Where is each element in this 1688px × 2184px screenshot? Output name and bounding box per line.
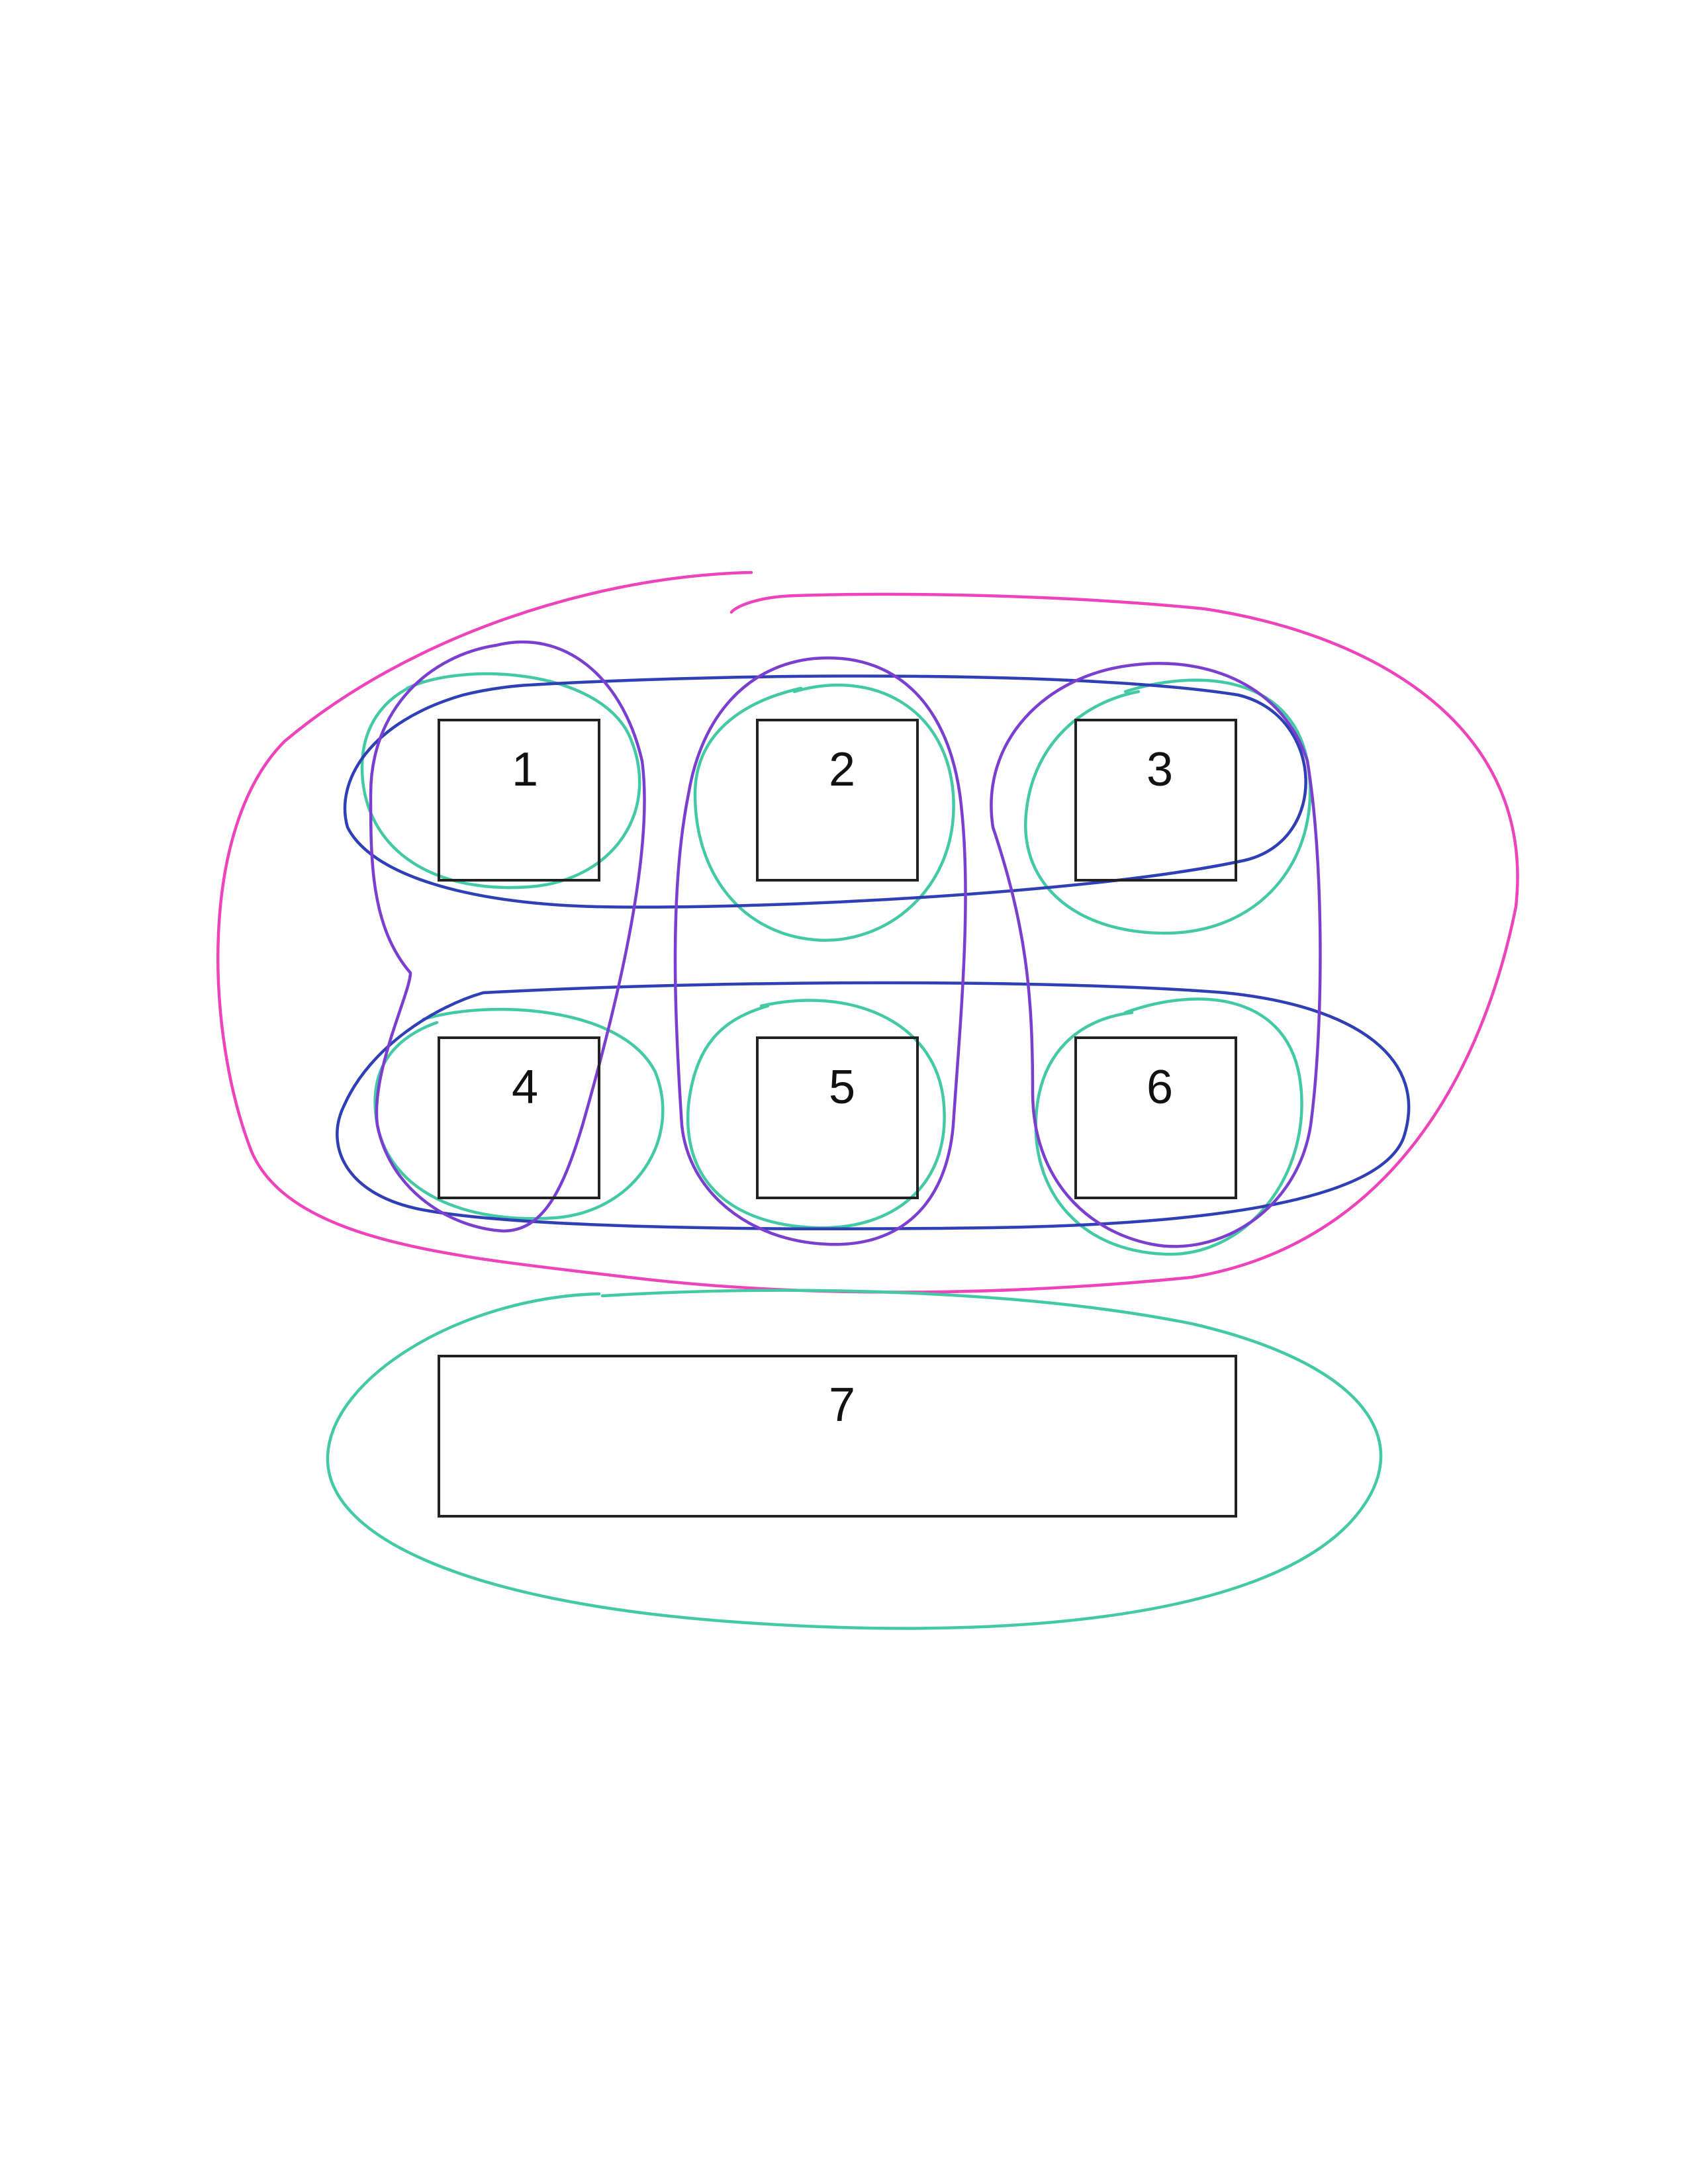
purple-column-loop-3 <box>990 662 1322 1248</box>
purple-column-loop-1 <box>369 640 646 1233</box>
box-label-5: 5 <box>829 1061 855 1114</box>
teal-circle-5 <box>686 999 946 1230</box>
box-label-7: 7 <box>829 1379 855 1432</box>
blue-row-loop-bottom <box>336 981 1411 1230</box>
box-label-2: 2 <box>829 743 855 796</box>
box-label-6: 6 <box>1147 1061 1173 1114</box>
teal-circle-2 <box>693 683 955 942</box>
box-label-3: 3 <box>1147 743 1173 796</box>
box-label-4: 4 <box>512 1061 538 1114</box>
box-label-1: 1 <box>512 743 538 796</box>
box-5 <box>756 1036 919 1199</box>
box-1 <box>438 719 600 882</box>
box-7 <box>438 1355 1237 1518</box>
box-6 <box>1074 1036 1237 1199</box>
pink-group-loop <box>216 570 1519 1294</box>
teal-circle-6 <box>1034 997 1303 1256</box>
purple-column-loop-2 <box>673 656 967 1246</box>
blue-row-loop-top <box>343 674 1307 909</box>
box-3 <box>1074 719 1237 882</box>
teal-circle-4 <box>373 1007 665 1220</box>
teal-circle-3 <box>1023 678 1312 935</box>
box-2 <box>756 719 919 882</box>
box-4 <box>438 1036 600 1199</box>
teal-circle-7 <box>326 1289 1383 1630</box>
